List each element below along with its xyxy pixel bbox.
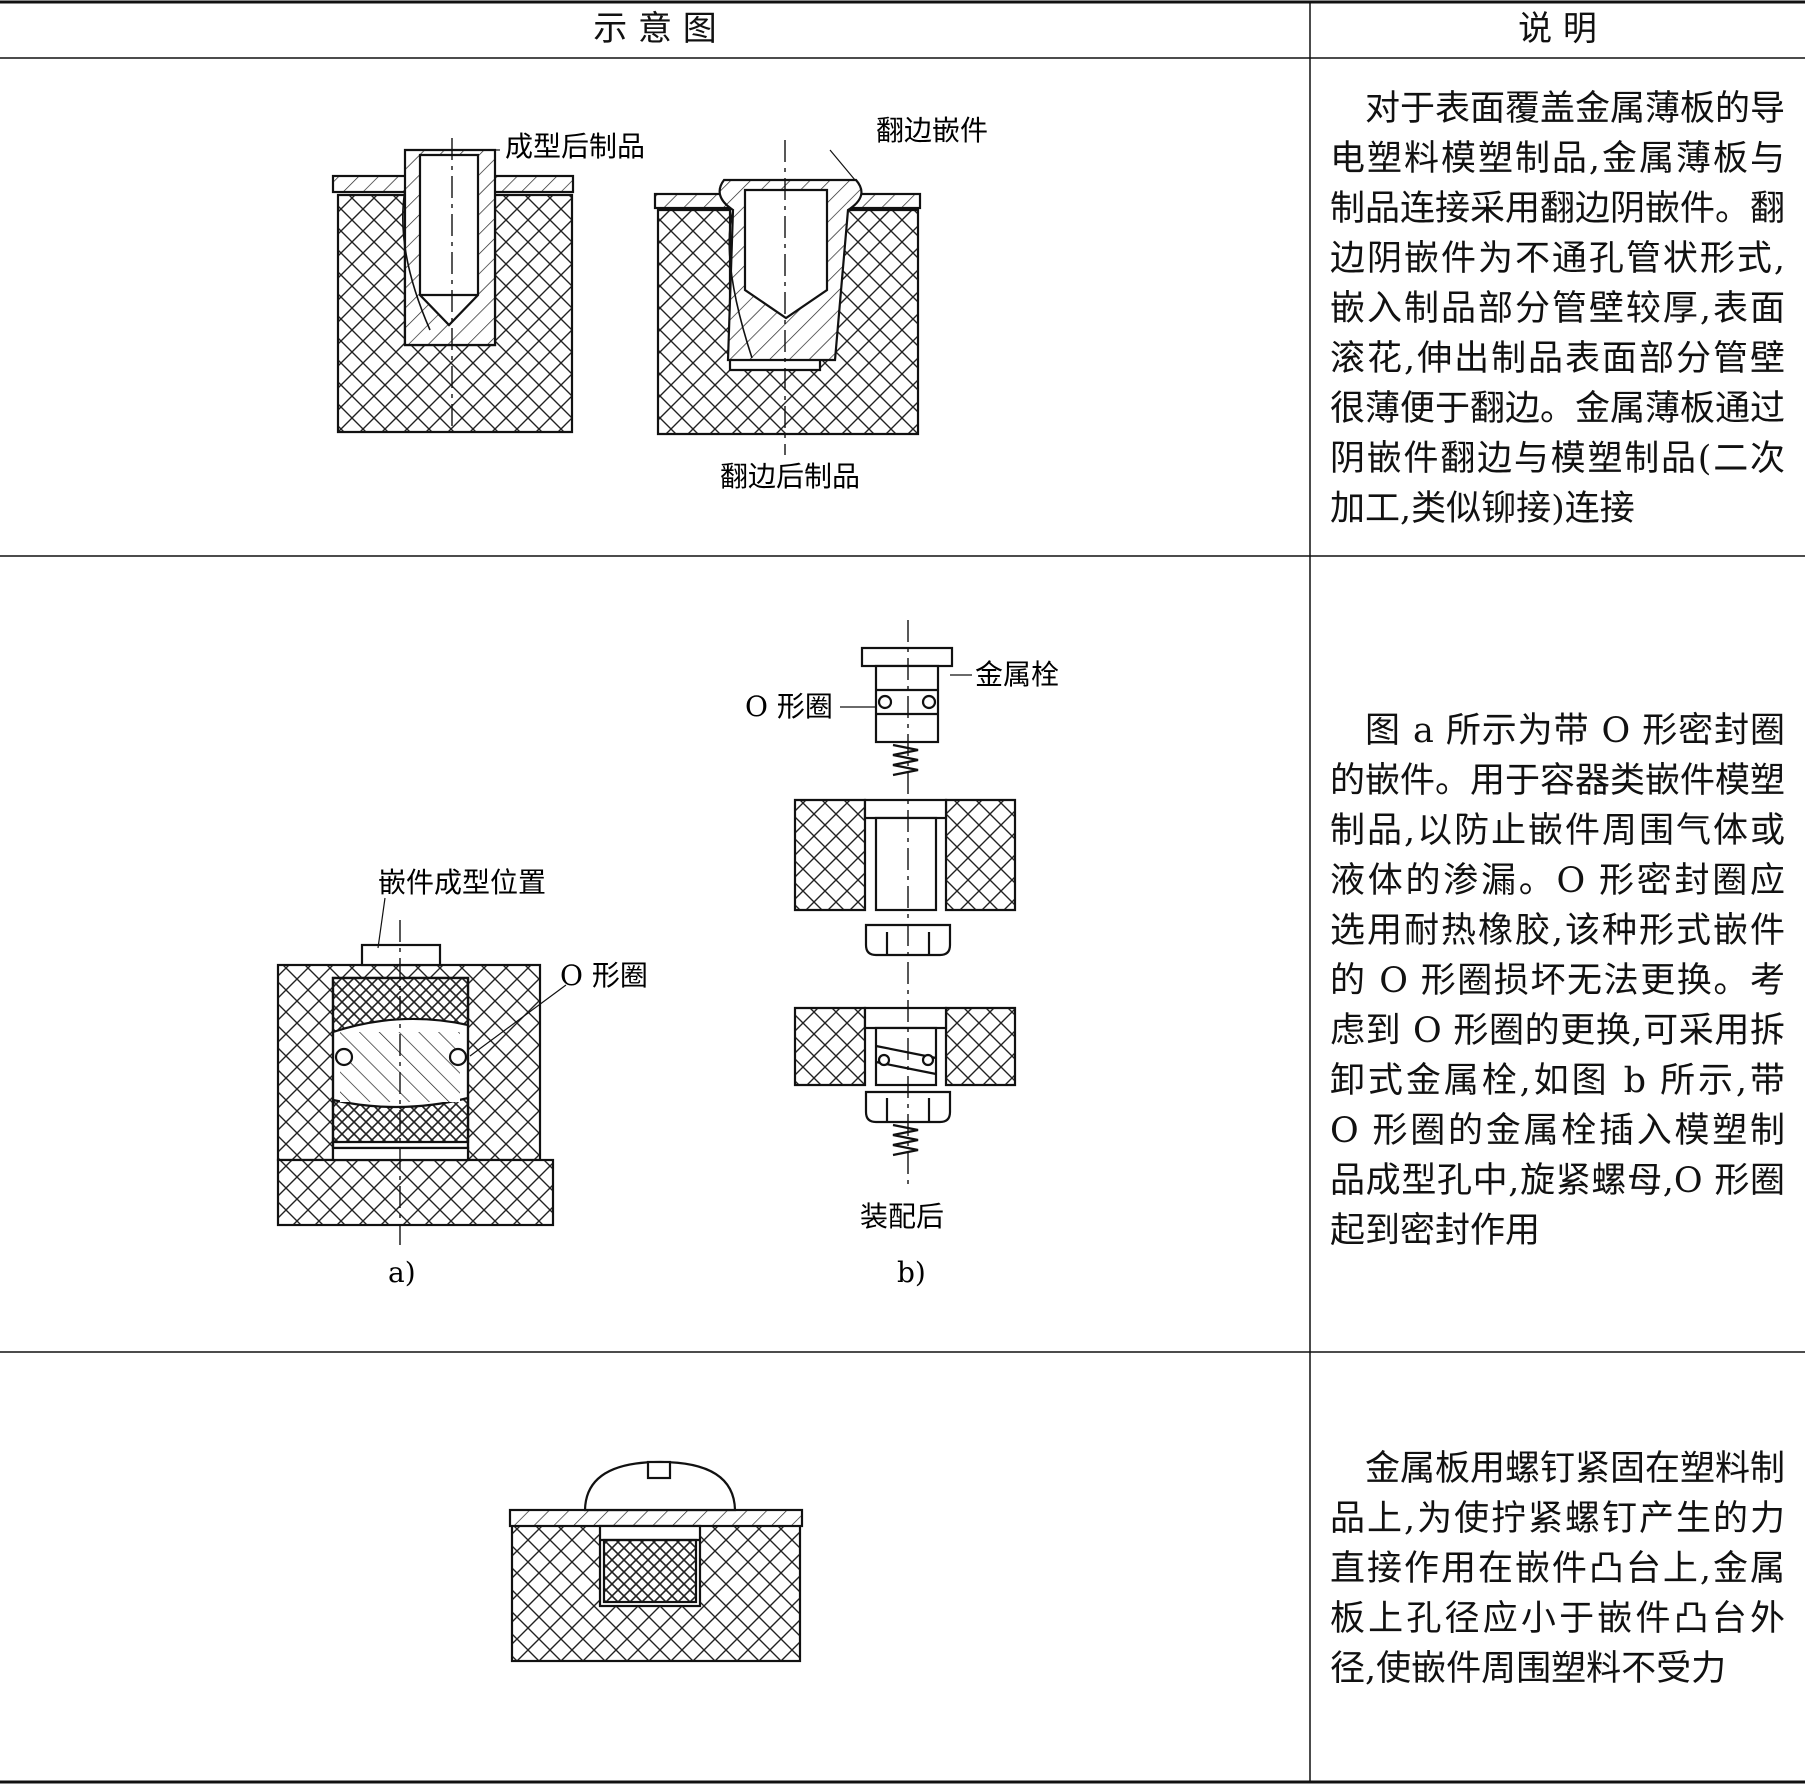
label-flange-insert: 翻边嵌件 xyxy=(876,114,988,147)
row2-figure-b xyxy=(793,620,1017,1185)
row1-diagram-right xyxy=(653,140,922,455)
row2-explanation: 图 a 所示为带 O 形密封圈的嵌件。用于容器类嵌件模塑制品,以防止嵌件周围气体… xyxy=(1330,711,1786,1251)
row3-explanation: 金属板用螺钉紧固在塑料制品上,为使拧紧螺钉产生的力直接作用在嵌件凸台上,金属板上… xyxy=(1330,1449,1786,1689)
row2-figure-a xyxy=(276,920,555,1245)
label-fig-b: b) xyxy=(897,1256,926,1289)
label-molded: 成型后制品 xyxy=(505,130,645,163)
label-metal-bolt: 金属栓 xyxy=(975,658,1059,691)
row1-explanation: 对于表面覆盖金属薄板的导电塑料模塑制品,金属薄板与制品连接采用翻边阴嵌件。翻边阴… xyxy=(1330,89,1786,529)
label-insert-position: 嵌件成型位置 xyxy=(378,866,546,899)
label-after-flanging: 翻边后制品 xyxy=(720,460,860,493)
row3-diagram xyxy=(508,1460,804,1663)
header-explanation: 说 明 xyxy=(1518,9,1597,49)
label-o-ring-a: O 形圈 xyxy=(560,959,648,992)
label-assembled: 装配后 xyxy=(860,1200,944,1233)
header-diagram: 示 意 图 xyxy=(593,9,717,49)
label-fig-a: a) xyxy=(388,1256,416,1289)
row1-diagram-left xyxy=(331,138,575,434)
label-o-ring-b: O 形圈 xyxy=(745,690,833,723)
